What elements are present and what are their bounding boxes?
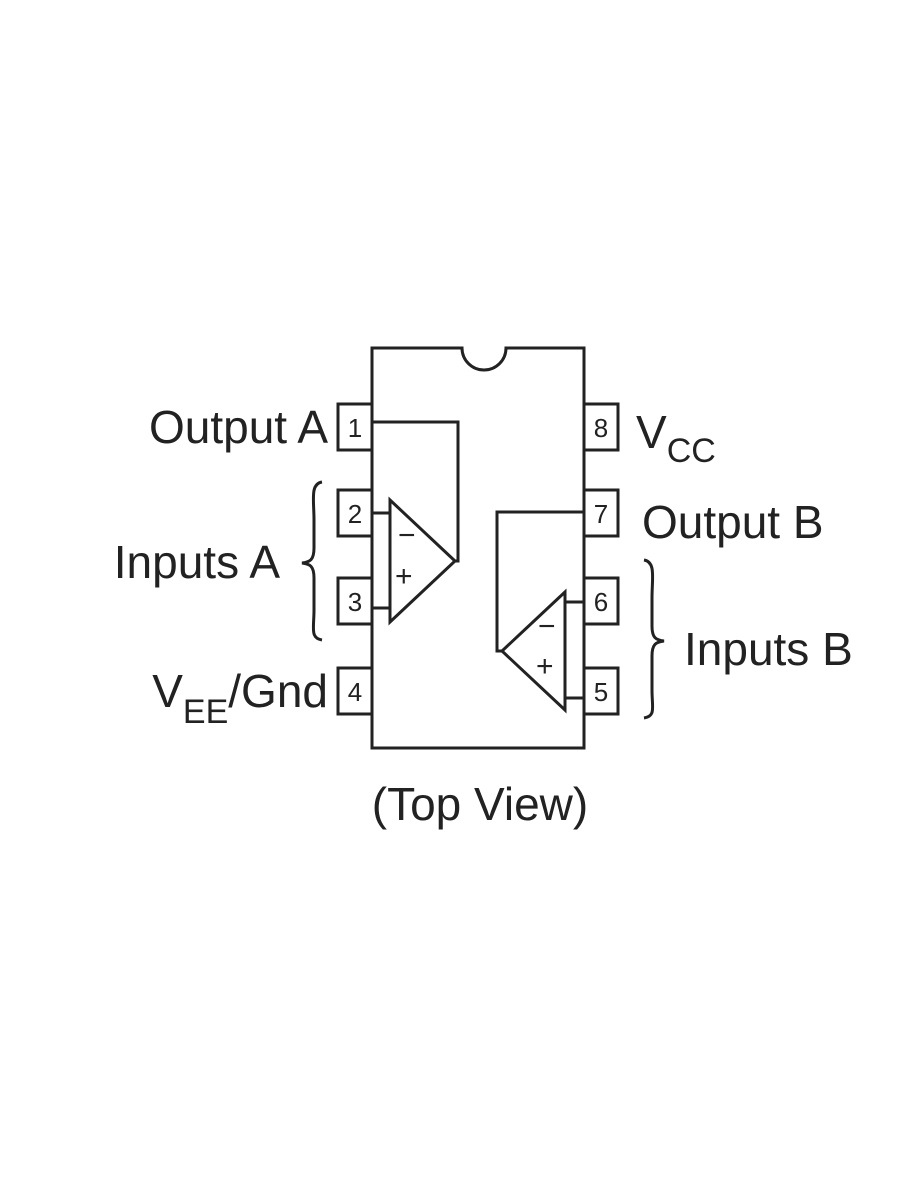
- pin-7-number: 7: [594, 499, 608, 529]
- pin-6-number: 6: [594, 587, 608, 617]
- pin-4: 4: [336, 666, 374, 716]
- vcc-label: VCC: [636, 406, 716, 470]
- pin-8-number: 8: [594, 413, 608, 443]
- pin-3-number: 3: [348, 587, 362, 617]
- vee-suffix: /Gnd: [228, 665, 328, 717]
- opamp-b: − +: [495, 510, 584, 714]
- pin-8: 8: [582, 402, 620, 452]
- top-view-caption: (Top View): [372, 778, 588, 830]
- pin-4-number: 4: [348, 677, 362, 707]
- vee-sub: EE: [183, 693, 228, 731]
- inputs-b-brace: [643, 558, 665, 720]
- opamp-a-minus: −: [398, 519, 416, 552]
- inputs-a-brace: [301, 480, 323, 642]
- inputs-a-label: Inputs A: [114, 536, 281, 588]
- pin-5-number: 5: [594, 677, 608, 707]
- output-a-label: Output A: [149, 401, 328, 453]
- opamp-a-plus: +: [395, 560, 413, 593]
- opamp-b-minus: −: [538, 610, 556, 643]
- package-body: [370, 346, 586, 750]
- pin-5: 5: [582, 666, 620, 716]
- pin-2: 2: [336, 488, 374, 538]
- pin-2-number: 2: [348, 499, 362, 529]
- opamp-a: − +: [372, 420, 460, 626]
- pin-3: 3: [336, 576, 374, 626]
- pin-1-number: 1: [348, 413, 362, 443]
- pin-1: 1: [336, 402, 374, 452]
- output-b-label: Output B: [642, 496, 824, 548]
- inputs-b-label: Inputs B: [684, 623, 853, 675]
- opamp-b-plus: +: [536, 650, 554, 683]
- vee-main: V: [152, 665, 183, 717]
- vee-gnd-label: VEE/Gnd: [152, 665, 328, 731]
- opamp-a-output-wire: [372, 420, 460, 563]
- opamp-a-triangle: [388, 496, 458, 626]
- pin-7: 7: [582, 488, 620, 538]
- vcc-main: V: [636, 406, 667, 458]
- opamp-b-triangle: [499, 588, 567, 714]
- pin-6: 6: [582, 576, 620, 626]
- vcc-sub: CC: [667, 432, 716, 470]
- opamp-b-output-wire: [495, 510, 584, 653]
